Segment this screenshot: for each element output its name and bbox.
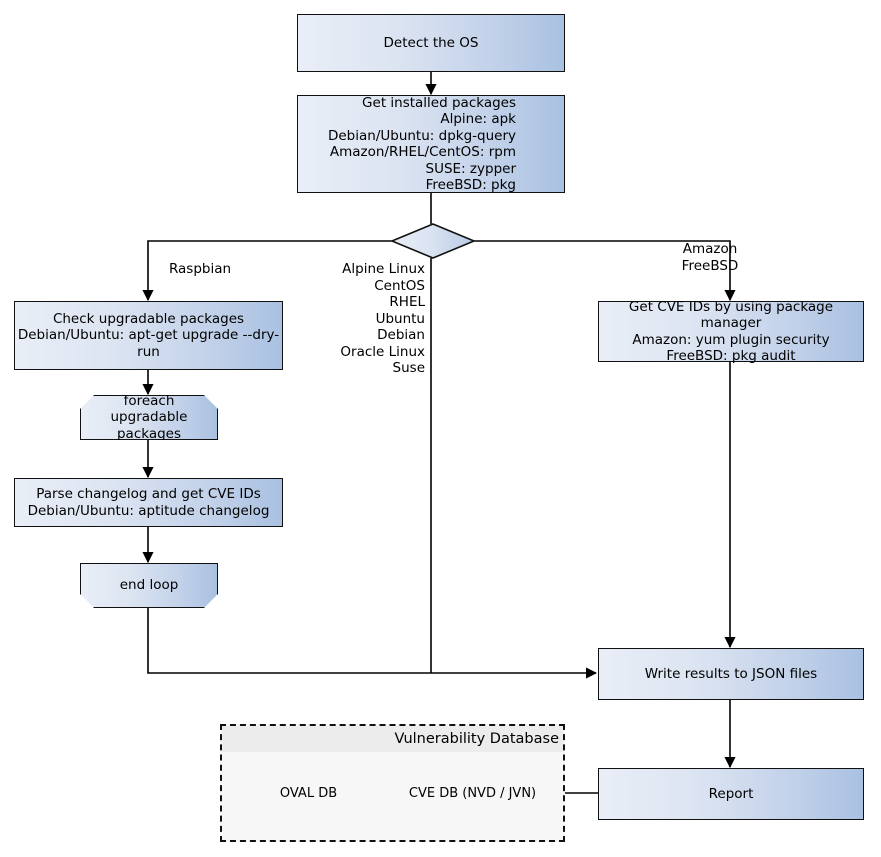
- node-check-upgradable-packages[interactable]: Check upgradable packages Debian/Ubuntu:…: [14, 301, 283, 370]
- node-detect-os[interactable]: Detect the OS: [297, 14, 565, 72]
- edge-decision-raspbian: [142, 240, 392, 302]
- node-get-installed-packages[interactable]: Get installed packages Alpine: apk Debia…: [297, 95, 565, 193]
- edge-decision-amazon-freebsd: [474, 240, 736, 302]
- node-report-label: Report: [708, 785, 754, 802]
- vulnerability-database-title: Vulnerability Database: [222, 726, 563, 752]
- node-parse-changelog[interactable]: Parse changelog and get CVE IDs Debian/U…: [14, 478, 283, 527]
- node-parse-changelog-label: Parse changelog and get CVE IDs Debian/U…: [27, 486, 270, 519]
- edge-label-raspbian: Raspbian: [168, 261, 232, 277]
- node-detect-os-label: Detect the OS: [383, 34, 479, 51]
- node-write-results-label: Write results to JSON files: [644, 665, 818, 682]
- os-decision-diamond: [389, 223, 477, 259]
- node-get-cve-ids-label: Get CVE IDs by using package manager Ama…: [628, 298, 834, 365]
- edge-endloop-to-write: [147, 608, 598, 679]
- node-report[interactable]: Report: [598, 768, 864, 820]
- edge-label-os-list: Alpine Linux CentOS RHEL Ubuntu Debian O…: [340, 261, 425, 376]
- node-check-upgradable-packages-label: Check upgradable packages Debian/Ubuntu:…: [17, 310, 280, 360]
- node-foreach-start[interactable]: foreach upgradable packages: [80, 395, 218, 440]
- oval-db-label: OVAL DB: [279, 786, 338, 801]
- node-foreach-start-label: foreach upgradable packages: [110, 392, 188, 442]
- node-end-loop-label: end loop: [119, 577, 179, 594]
- node-end-loop[interactable]: end loop: [80, 563, 218, 608]
- edge-label-amazon-freebsd: Amazon FreeBSD: [681, 241, 739, 274]
- node-get-cve-ids[interactable]: Get CVE IDs by using package manager Ama…: [598, 298, 864, 365]
- cve-db-label: CVE DB (NVD / JVN): [408, 786, 537, 801]
- node-get-installed-packages-label: Get installed packages Alpine: apk Debia…: [327, 94, 516, 194]
- node-write-results[interactable]: Write results to JSON files: [598, 648, 864, 700]
